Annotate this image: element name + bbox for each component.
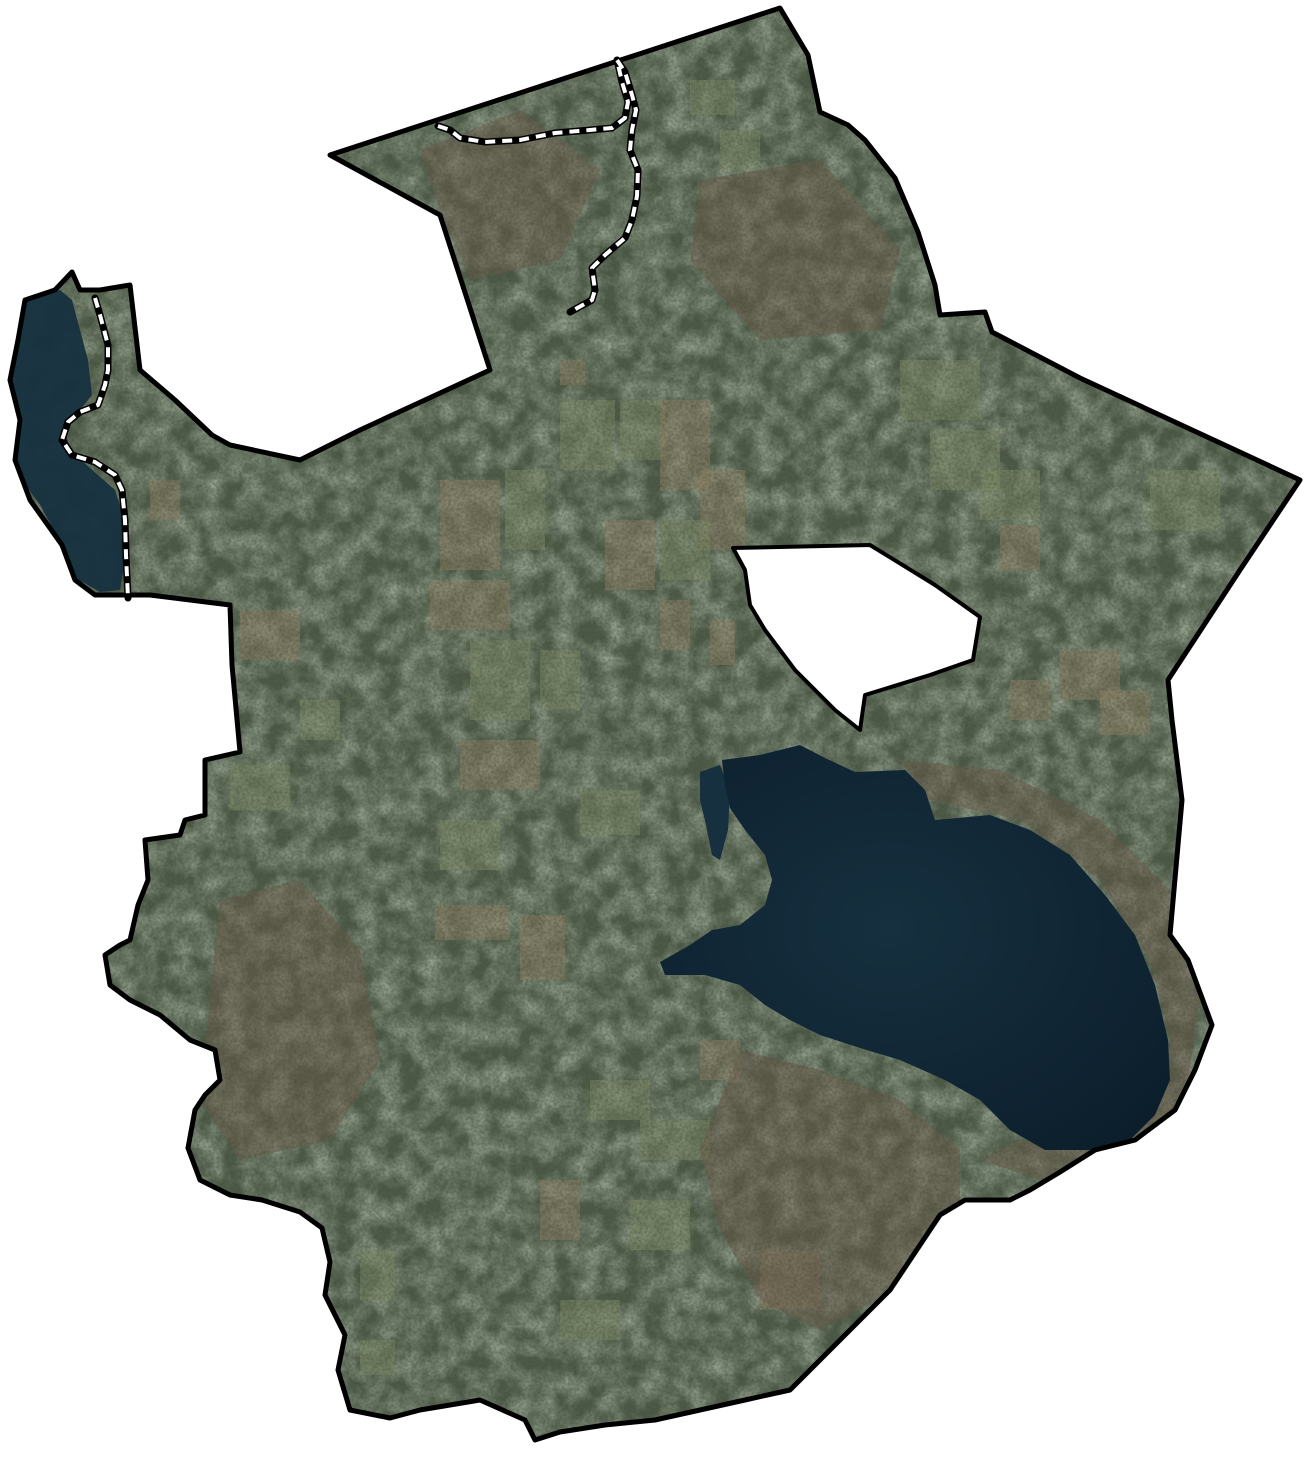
excluded-enclave	[733, 545, 980, 730]
west-reservoir	[10, 290, 125, 592]
boundary-outline[interactable]	[7, 5, 1303, 1443]
internal-dashed-boundary-north-dashes	[437, 58, 640, 314]
internal-dashed-boundary-west-dashes	[60, 297, 130, 599]
small-pond	[700, 765, 730, 860]
lake	[660, 745, 1170, 1150]
enclave-outline[interactable]	[731, 543, 982, 732]
